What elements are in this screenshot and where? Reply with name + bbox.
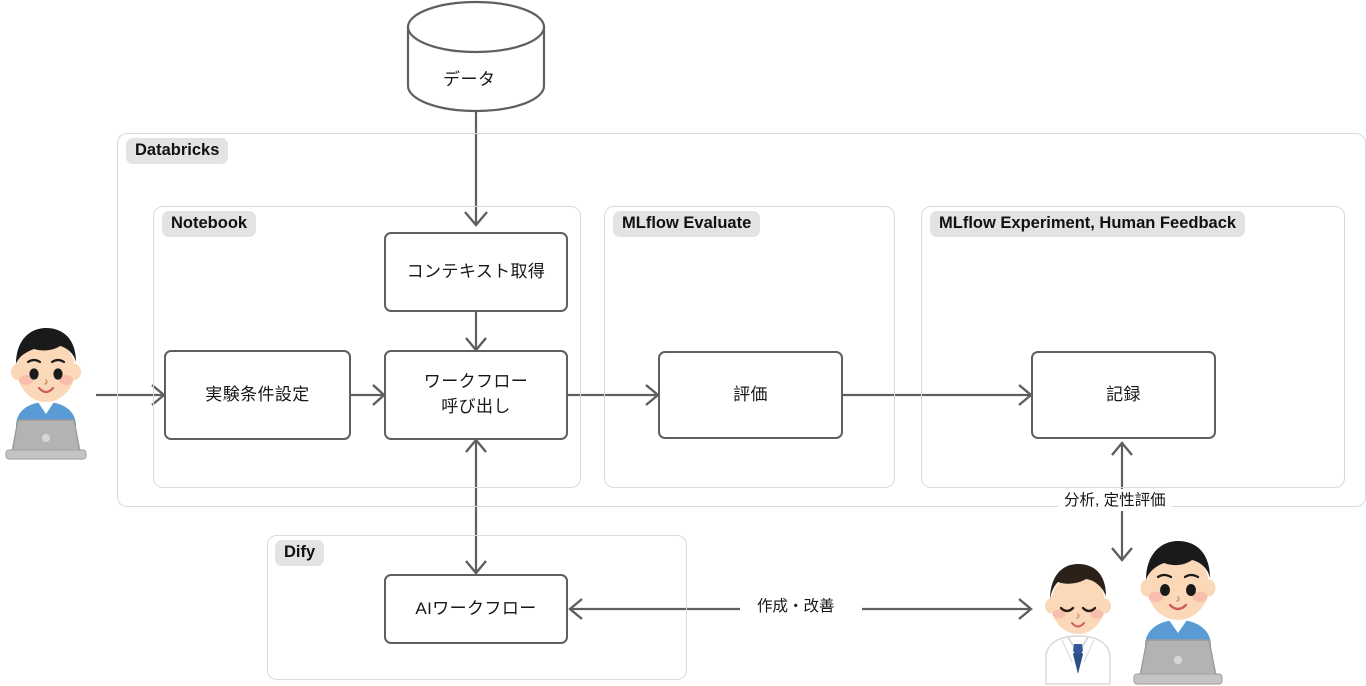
edge-label-analysis: 分析, 定性評価 [1058,492,1172,511]
node-workflow-call[interactable]: ワークフロー 呼び出し [384,350,568,440]
group-label-databricks: Databricks [126,138,229,164]
group-dify [267,535,687,680]
person-laptop-user-left [4,322,88,462]
node-evaluate[interactable]: 評価 [658,351,843,439]
group-mlflow-experiment [921,206,1345,488]
expert-doctor-icon [1045,564,1111,685]
person-laptop-user-right [1132,534,1224,686]
group-label-dify: Dify [275,540,325,566]
node-workflow-call-line1: ワークフロー [423,372,529,392]
group-label-mlflow-experiment: MLflow Experiment, Human Feedback [930,211,1246,237]
data-cylinder-shape [406,0,546,113]
node-workflow-call-line2: 呼び出し [441,397,511,416]
group-label-mlflow-evaluate: MLflow Evaluate [613,211,761,237]
group-notebook [153,206,581,488]
node-context[interactable]: コンテキスト取得 [384,232,568,312]
group-label-notebook: Notebook [162,211,257,237]
node-experiment-config[interactable]: 実験条件設定 [164,350,351,440]
person-expert-doctor [1038,558,1118,686]
data-cylinder-label: データ [443,70,496,89]
node-record[interactable]: 記録 [1031,351,1216,439]
laptop-user-icon [1133,541,1223,685]
group-mlflow-evaluate [604,206,895,488]
laptop-user-icon [5,328,87,460]
node-ai-workflow[interactable]: AIワークフロー [384,574,568,644]
edge-label-create-improve: 作成・改善 [751,598,841,617]
